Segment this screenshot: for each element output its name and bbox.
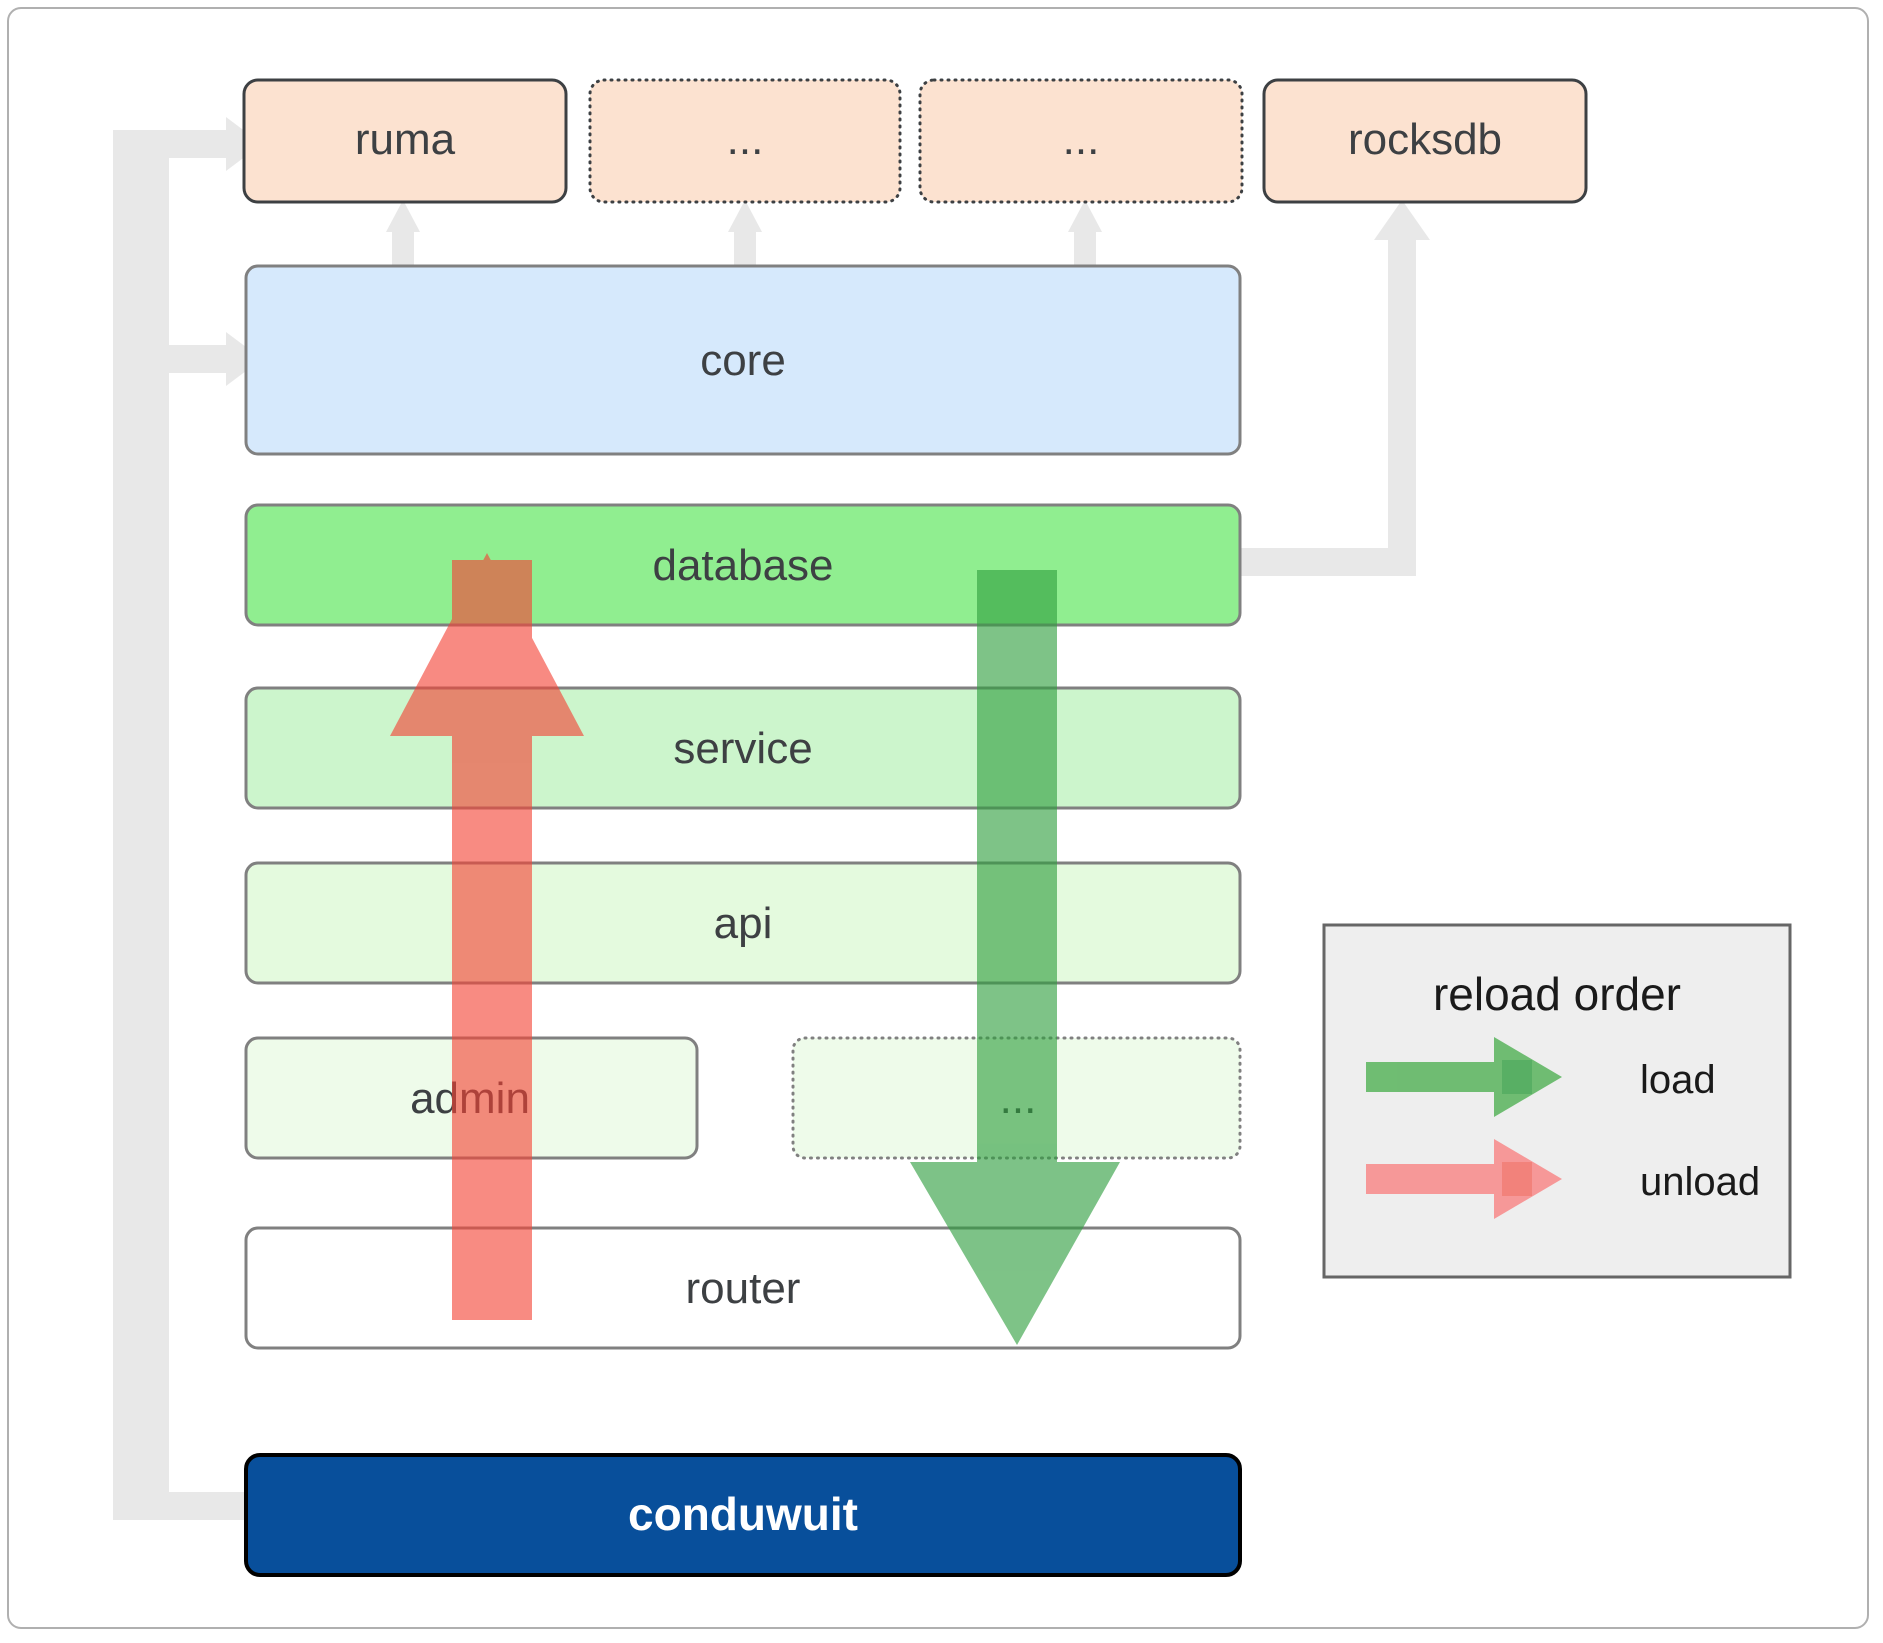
connector-core-to-dep3 bbox=[1068, 200, 1102, 268]
root-label-conduwuit: conduwuit bbox=[628, 1488, 858, 1540]
legend-panel: reload order load unload bbox=[1322, 923, 1792, 1279]
connector-conduwuit-to-stack bbox=[113, 117, 262, 1520]
root-box-conduwuit[interactable]: conduwuit bbox=[244, 1453, 1242, 1577]
connector-database-to-rocksdb bbox=[1240, 200, 1430, 576]
layer-label-api: api bbox=[714, 899, 773, 948]
legend-label-unload: unload bbox=[1640, 1160, 1760, 1204]
dependency-box-ruma[interactable]: ruma bbox=[242, 78, 568, 204]
legend-title: reload order bbox=[1433, 968, 1681, 1020]
connector-core-to-dep2 bbox=[728, 200, 762, 268]
dependency-label-ruma: ruma bbox=[355, 115, 456, 164]
legend-entry-load: load bbox=[1366, 1037, 1716, 1117]
layer-label-core: core bbox=[700, 336, 786, 385]
unload-arrow bbox=[390, 553, 584, 1320]
dependency-box-placeholder-1[interactable]: ... bbox=[588, 78, 902, 204]
dependency-box-placeholder-2[interactable]: ... bbox=[918, 78, 1244, 204]
layer-box-core[interactable]: core bbox=[244, 264, 1242, 456]
load-arrow bbox=[910, 570, 1120, 1345]
layer-label-database: database bbox=[652, 541, 833, 590]
dependency-label-placeholder-2: ... bbox=[1063, 115, 1100, 164]
dependency-label-placeholder-1: ... bbox=[727, 115, 764, 164]
dependency-label-rocksdb: rocksdb bbox=[1348, 115, 1502, 164]
layer-label-service: service bbox=[673, 724, 812, 773]
legend-label-load: load bbox=[1640, 1058, 1716, 1102]
connector-core-to-ruma bbox=[386, 200, 420, 268]
dependency-box-rocksdb[interactable]: rocksdb bbox=[1262, 78, 1588, 204]
layer-label-router: router bbox=[686, 1264, 801, 1313]
legend-entry-unload: unload bbox=[1366, 1139, 1760, 1219]
